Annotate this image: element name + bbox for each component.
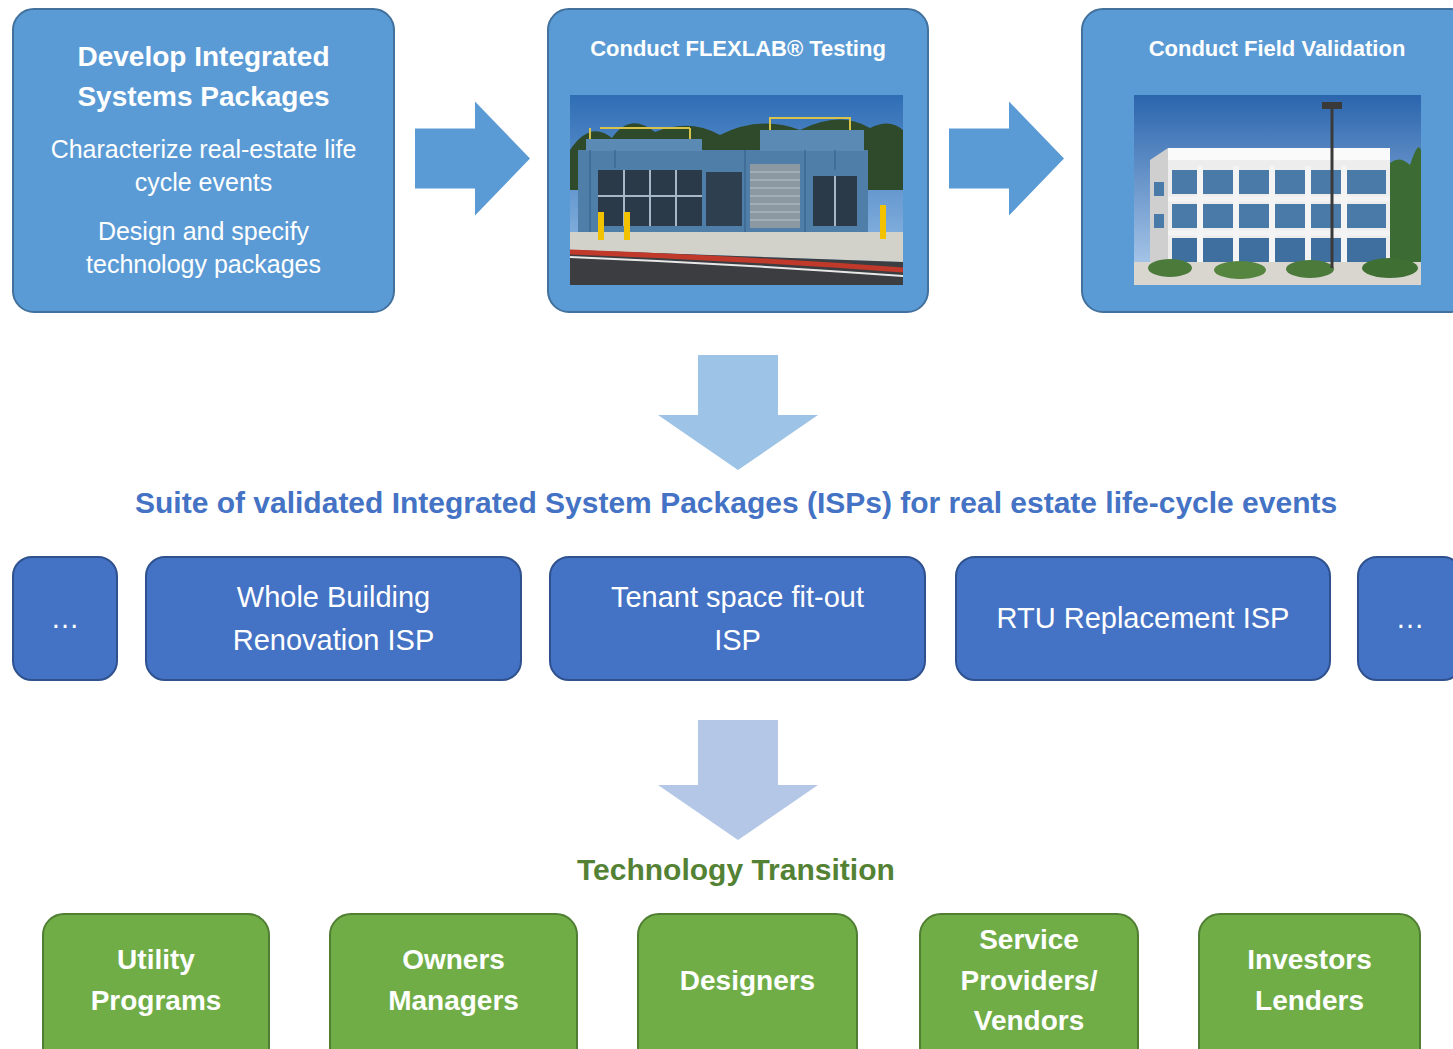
- isp-box: RTU Replacement ISP: [955, 556, 1331, 681]
- box-title: Designers: [648, 961, 848, 1002]
- office-building-photo: [1134, 95, 1421, 285]
- flexlab-photo-part: [834, 176, 836, 226]
- office-building-photo-part: [1214, 261, 1266, 279]
- office-building-photo-part: [1200, 166, 1344, 264]
- ellipsis-box: …: [12, 556, 118, 681]
- box-title: Develop Integrated Systems Packages: [39, 37, 369, 117]
- box-title: Owners Managers: [369, 940, 539, 1021]
- box-title: …: [20, 597, 110, 639]
- validation-box: Conduct Field Validation: [1081, 8, 1453, 313]
- office-building-photo-part: [1150, 148, 1168, 264]
- section-heading: Suite of validated Integrated System Pac…: [135, 485, 1337, 521]
- flexlab-photo-part: [570, 95, 903, 285]
- flexlab-photo-part: [570, 232, 903, 262]
- box-title: Conduct Field Validation: [1092, 35, 1453, 64]
- office-building-photo-part: [1172, 204, 1386, 228]
- office-building-photo-part: [1172, 170, 1386, 194]
- office-building-photo-part: [1168, 148, 1390, 264]
- flexlab-photo-part: [750, 164, 800, 228]
- office-building-photo-part: [1168, 199, 1390, 233]
- box-title: Investors Lenders: [1225, 940, 1395, 1021]
- flexlab-photo-part: [570, 257, 903, 276]
- audience-box: Service Providers/ Vendors: [919, 913, 1139, 1049]
- box-text: Characterize real-estate life cycle even…: [44, 133, 364, 199]
- office-building-photo-part: [1134, 262, 1421, 285]
- flexlab-photo-part: [570, 119, 903, 190]
- office-building-photo-part: [1148, 259, 1192, 277]
- box-title: …: [1365, 597, 1453, 639]
- flexlab-photo-part: [570, 252, 903, 270]
- flexlab-photo-part: [760, 130, 864, 151]
- flexlab-photo-part: [706, 172, 742, 226]
- flexlab-photo-part: [598, 212, 604, 240]
- ellipsis-box: …: [1357, 556, 1453, 681]
- process-box: Develop Integrated Systems PackagesChara…: [12, 8, 395, 313]
- flexlab-photo: [570, 95, 903, 285]
- section-heading: Technology Transition: [577, 852, 895, 888]
- audience-box: Designers: [637, 913, 858, 1049]
- office-building-photo-part: [1154, 214, 1164, 228]
- flexlab-photo-part: [586, 139, 702, 151]
- flexlab-photo-part: [750, 172, 800, 220]
- down-arrow-part: [658, 355, 818, 470]
- box-title: Whole Building Renovation ISP: [184, 576, 484, 660]
- box-title: Tenant space fit-out ISP: [588, 576, 888, 660]
- office-building-photo-part: [1154, 182, 1164, 196]
- flexlab-photo-part: [578, 150, 868, 232]
- office-building-photo-part: [1134, 95, 1421, 285]
- box-title: Service Providers/ Vendors: [949, 920, 1109, 1042]
- flexlab-photo-part: [590, 150, 835, 232]
- flexlab-photo-part: [598, 170, 702, 226]
- office-building-photo-part: [1168, 148, 1390, 160]
- down-arrow-part: [658, 720, 818, 840]
- down-arrow: [658, 355, 818, 470]
- box-text: Design and specify technology packages: [44, 215, 364, 281]
- testing-box: Conduct FLEXLAB® Testing: [547, 8, 929, 313]
- flexlab-photo-part: [880, 205, 886, 239]
- audience-box: Investors Lenders: [1198, 913, 1421, 1049]
- office-building-photo-part: [1322, 102, 1342, 109]
- audience-box: Utility Programs: [42, 913, 270, 1049]
- down-arrow: [658, 720, 818, 840]
- audience-box: Owners Managers: [329, 913, 578, 1049]
- flexlab-photo-part: [570, 250, 903, 285]
- box-title: Conduct FLEXLAB® Testing: [553, 35, 923, 64]
- isp-box: Whole Building Renovation ISP: [145, 556, 522, 681]
- block-arrow: [415, 102, 530, 216]
- office-building-photo-part: [1362, 258, 1418, 278]
- box-title: RTU Replacement ISP: [993, 597, 1293, 639]
- block-arrow: [949, 102, 1064, 216]
- flexlab-photo-part: [813, 176, 857, 226]
- flexlab-photo-part: [624, 212, 630, 240]
- office-building-photo-part: [1286, 260, 1334, 278]
- flexlab-photo-part: [590, 118, 850, 139]
- isp-box: Tenant space fit-out ISP: [549, 556, 926, 681]
- office-building-photo-part: [1172, 238, 1386, 262]
- box-title: Utility Programs: [71, 940, 241, 1021]
- office-building-photo-part: [1331, 108, 1334, 268]
- flexlab-photo-part: [598, 170, 702, 226]
- office-building-photo-part: [1380, 147, 1421, 265]
